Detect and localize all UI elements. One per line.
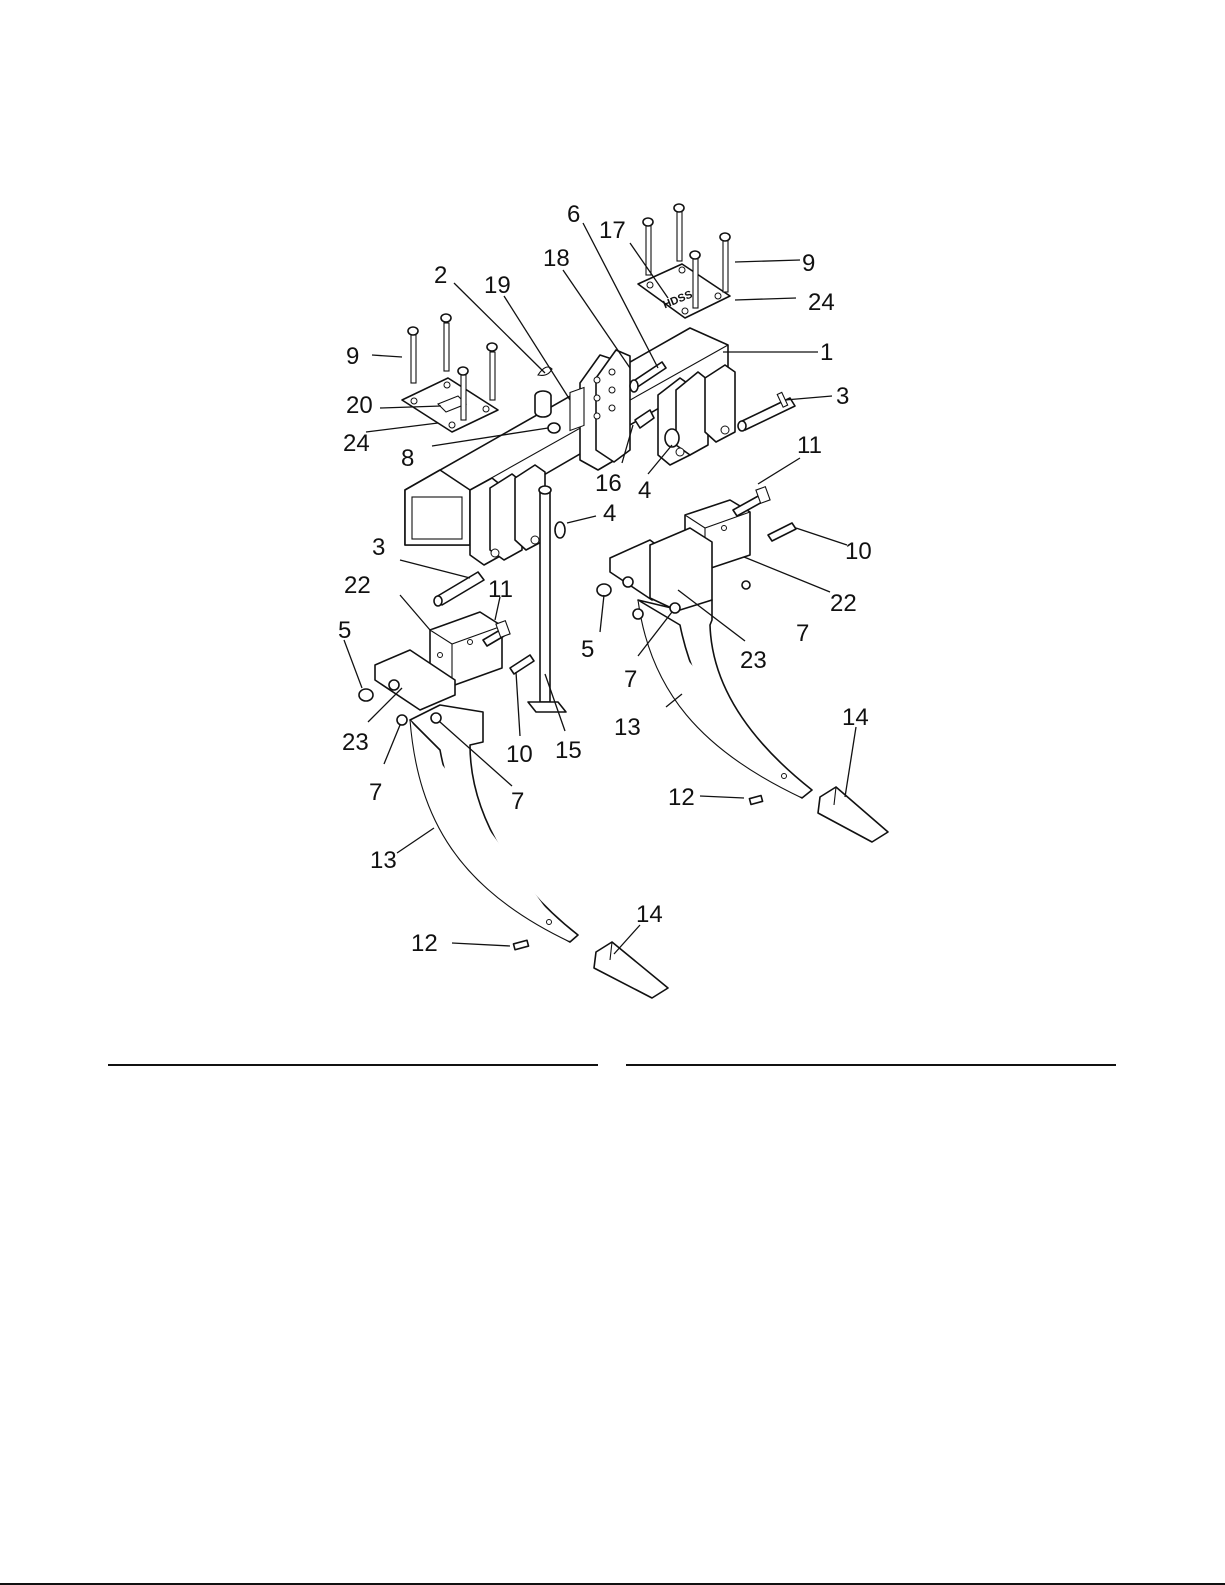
cap-8	[548, 423, 560, 433]
pin-3-right	[738, 392, 795, 431]
callout-numbers: 1 2 3 3 4 4 5 5 6 7 7 7 7 8 9 9 10 10 11…	[338, 201, 872, 957]
callout-7-right-mid: 7	[624, 666, 637, 693]
callout-10-left: 10	[506, 741, 533, 768]
callout-5-right: 5	[581, 636, 594, 663]
callout-15: 15	[555, 737, 582, 764]
callout-14-left: 14	[636, 901, 663, 928]
callout-1: 1	[820, 339, 833, 366]
pin-3-left	[434, 572, 484, 606]
callout-3-left: 3	[372, 534, 385, 561]
callout-18: 18	[543, 245, 570, 272]
callout-10-right: 10	[845, 538, 872, 565]
lynch-pin-4-left	[555, 522, 565, 538]
callout-16: 16	[595, 470, 622, 497]
callout-12-left: 12	[411, 930, 438, 957]
callout-20: 20	[346, 392, 373, 419]
callout-7-right-top: 7	[796, 620, 809, 647]
callout-8: 8	[401, 445, 414, 472]
callout-23-left: 23	[342, 729, 369, 756]
callout-4-upper: 4	[638, 477, 651, 504]
callout-24-right: 24	[808, 289, 835, 316]
callout-22-right: 22	[830, 590, 857, 617]
right-mounting-plates	[580, 350, 630, 470]
callout-23-right: 23	[740, 647, 767, 674]
callout-7-left-a: 7	[369, 779, 382, 806]
callout-11-right: 11	[797, 432, 822, 459]
callout-9-left: 9	[346, 343, 359, 370]
callout-24-left: 24	[343, 430, 370, 457]
callout-12-right: 12	[668, 784, 695, 811]
callout-7-left-b: 7	[511, 788, 524, 815]
decal-19	[570, 387, 584, 430]
callout-4-lower: 4	[603, 500, 616, 527]
callout-2: 2	[434, 262, 447, 289]
callout-13-right: 13	[614, 714, 641, 741]
right-mount-plate: HDSS	[638, 204, 730, 318]
callout-19: 19	[484, 272, 511, 299]
callout-14-right: 14	[842, 704, 869, 731]
callout-22-left: 22	[344, 572, 371, 599]
callout-11-left: 11	[488, 576, 513, 603]
callout-17: 17	[599, 217, 626, 244]
callout-9-right: 9	[802, 250, 815, 277]
callout-13-left: 13	[370, 847, 397, 874]
callout-3-right: 3	[836, 383, 849, 410]
callout-5-left: 5	[338, 617, 351, 644]
callout-6: 6	[567, 201, 580, 228]
left-mount-plate	[402, 314, 498, 432]
